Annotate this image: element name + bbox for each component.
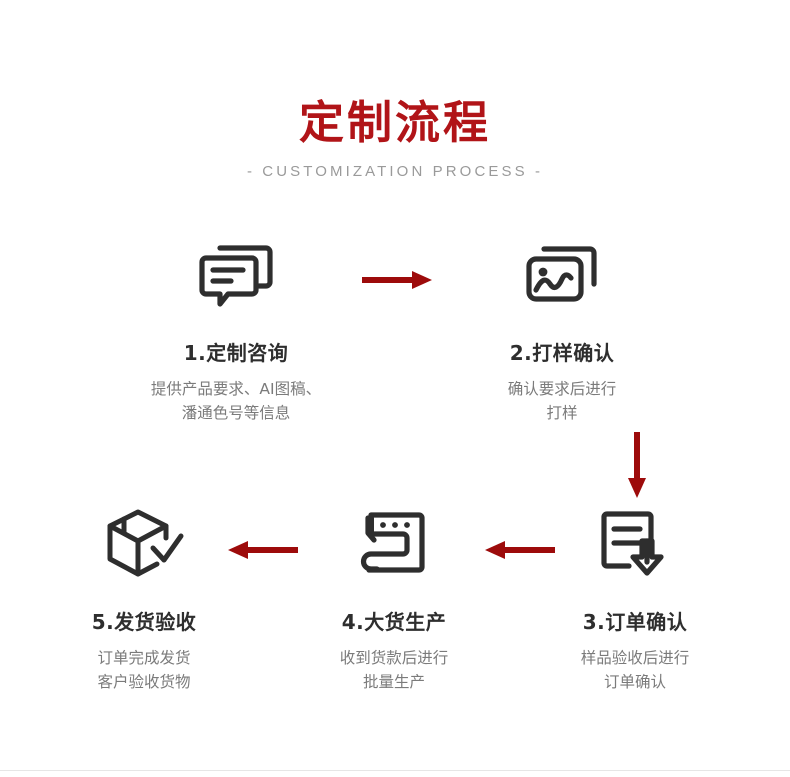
image-photos-icon — [437, 236, 687, 314]
page-title: 定制流程 — [298, 96, 491, 149]
arrow-left-icon — [485, 538, 555, 567]
package-check-icon — [19, 505, 269, 583]
arrow-left-icon — [228, 538, 298, 567]
step-description: 样品验收后进行 订单确认 — [510, 646, 760, 694]
document-download-icon — [510, 505, 760, 583]
step-description-line: 客户验收货物 — [97, 673, 191, 692]
step-description: 收到货款后进行 批量生产 — [269, 646, 519, 694]
page-subtitle: - CUSTOMIZATION PROCESS - — [246, 163, 544, 180]
step-card-2: 2.打样确认 确认要求后进行 打样 — [437, 236, 687, 425]
step-description-line: 订单确认 — [603, 673, 666, 692]
step-description-line: 收到货款后进行 — [339, 649, 449, 667]
step-title: 3.订单确认 — [582, 610, 688, 634]
step-description-line: 潘通色号等信息 — [181, 404, 291, 423]
step-description: 确认要求后进行 打样 — [437, 377, 687, 425]
step-title: 2.打样确认 — [509, 341, 615, 365]
sewing-machine-icon — [269, 505, 519, 583]
step-title: 4.大货生产 — [341, 610, 447, 634]
steps-row-top: 1.定制咨询 提供产品要求、AI图稿、 潘通色号等信息 2.打样确认 确认要求后… — [0, 236, 790, 426]
step-description: 提供产品要求、AI图稿、 潘通色号等信息 — [111, 377, 361, 425]
step-description-line: 打样 — [546, 404, 578, 423]
arrow-right-icon — [362, 268, 434, 297]
step-description-line: 确认要求后进行 — [507, 380, 617, 398]
bottom-divider — [0, 770, 790, 771]
step-card-5: 5.发货验收 订单完成发货 客户验收货物 — [19, 505, 269, 694]
step-description-line: 批量生产 — [362, 673, 425, 692]
step-title: 5.发货验收 — [91, 610, 197, 634]
step-description-line: 订单完成发货 — [97, 649, 191, 667]
header: 定制流程 - CUSTOMIZATION PROCESS - — [0, 96, 790, 180]
step-title: 1.定制咨询 — [183, 341, 289, 365]
arrow-down-icon — [623, 432, 651, 505]
steps-row-bottom: 5.发货验收 订单完成发货 客户验收货物 4.大货生产 收 — [0, 505, 790, 710]
step-card-1: 1.定制咨询 提供产品要求、AI图稿、 潘通色号等信息 — [111, 236, 361, 425]
step-description: 订单完成发货 客户验收货物 — [19, 646, 269, 694]
step-card-3: 3.订单确认 样品验收后进行 订单确认 — [510, 505, 760, 694]
step-description-line: 提供产品要求、AI图稿、 — [150, 380, 322, 398]
step-description-line: 样品验收后进行 — [580, 649, 690, 667]
chat-bubbles-icon — [111, 236, 361, 314]
step-card-4: 4.大货生产 收到货款后进行 批量生产 — [269, 505, 519, 694]
